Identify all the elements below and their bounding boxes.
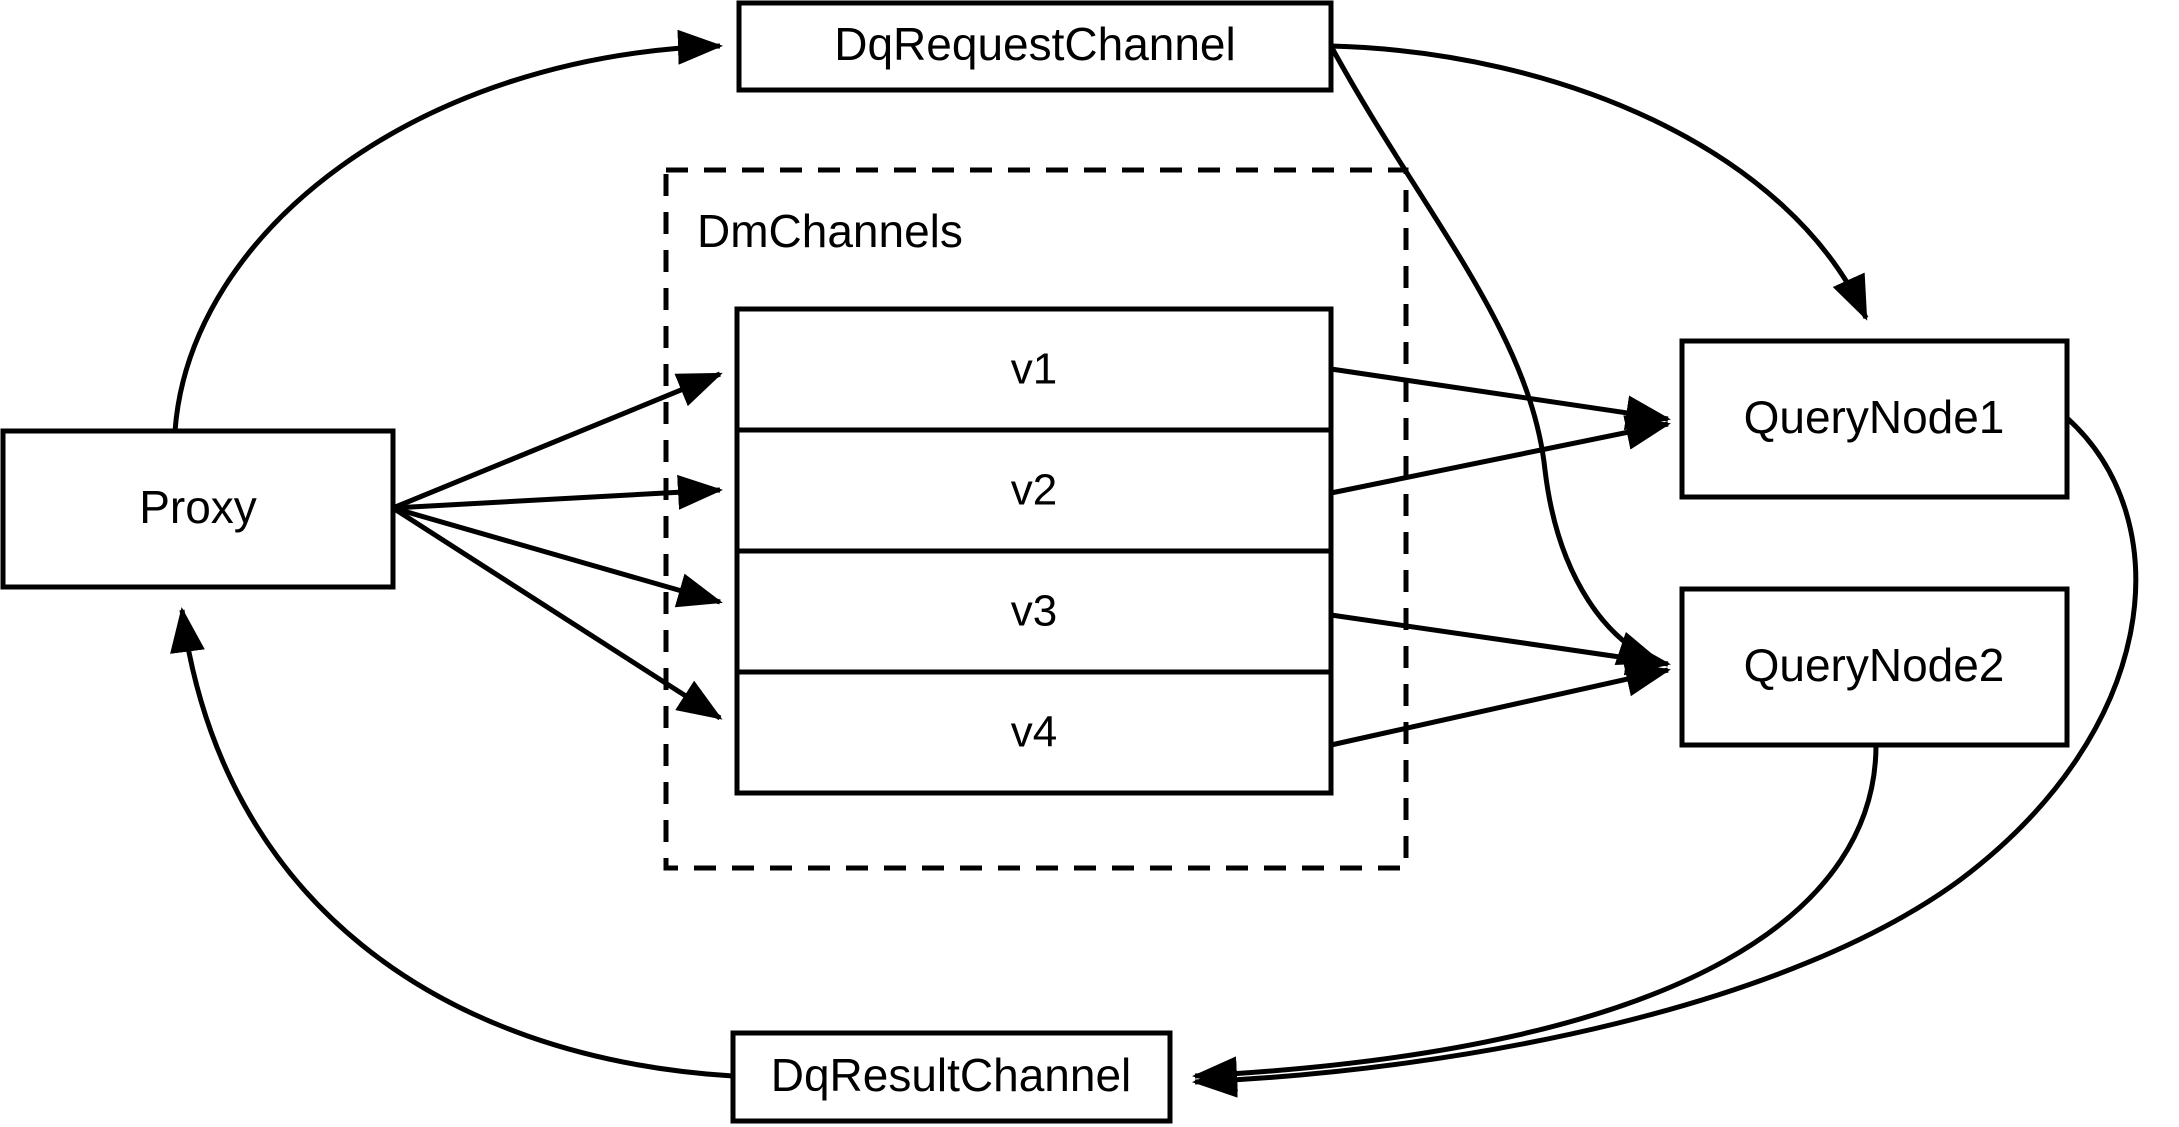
dm-channel-label-v4: v4 <box>1011 708 1057 757</box>
node-dq-request-channel[interactable]: DqRequestChannel <box>736 0 1334 93</box>
query-node-2-label: QueryNode2 <box>1744 639 2005 691</box>
dm-channel-stack: v1 v2 v3 v4 <box>734 306 1334 796</box>
edge-dqrequestchannel-to-querynode1 <box>1330 43 1869 321</box>
edge-v4-to-querynode2 <box>1330 662 1671 748</box>
query-node-2-box[interactable] <box>1679 586 2070 748</box>
edge-querynode1-to-dqresultchannel <box>1192 416 2139 1098</box>
edge-v3-to-querynode2 <box>1330 612 1671 676</box>
dq-request-channel-box[interactable] <box>736 0 1334 93</box>
dm-channel-label-v2: v2 <box>1011 466 1057 515</box>
dm-channels-group-label: DmChannels <box>697 205 963 257</box>
edge-dqrequestchannel-to-querynode2 <box>1328 44 1663 666</box>
dm-channel-row-v1[interactable] <box>734 306 1334 433</box>
edge-proxy-to-dqrequestchannel <box>172 29 723 432</box>
edge-querynode2-to-dqresultchannel <box>1192 744 1879 1092</box>
query-node-1-box[interactable] <box>1679 338 2070 500</box>
edge-proxy-to-v2 <box>392 474 723 511</box>
edge-proxy-to-v1 <box>392 371 723 511</box>
node-query-node-1[interactable]: QueryNode1 <box>1679 338 2070 500</box>
dm-channels-group-box <box>663 167 1409 871</box>
query-node-1-label: QueryNode1 <box>1744 391 2005 443</box>
node-query-node-2[interactable]: QueryNode2 <box>1679 586 2070 748</box>
dm-channel-label-v1: v1 <box>1011 345 1057 394</box>
dm-channel-row-v3[interactable] <box>734 548 1334 675</box>
node-dq-result-channel[interactable]: DqResultChannel <box>730 1030 1173 1124</box>
proxy-label: Proxy <box>139 481 257 533</box>
edge-dqresultchannel-to-proxy <box>170 607 734 1079</box>
dm-channel-label-v3: v3 <box>1011 587 1057 636</box>
dq-result-channel-label: DqResultChannel <box>771 1049 1132 1101</box>
dm-channel-row-v4[interactable] <box>734 669 1334 796</box>
dq-request-channel-label: DqRequestChannel <box>834 18 1236 70</box>
node-proxy[interactable]: Proxy <box>0 428 396 590</box>
edge-proxy-to-v4 <box>391 505 723 721</box>
edge-v1-to-querynode1 <box>1330 366 1671 431</box>
edge-v2-to-querynode1 <box>1330 415 1671 496</box>
proxy-box[interactable] <box>0 428 396 590</box>
dq-result-channel-box[interactable] <box>730 1030 1173 1124</box>
edge-proxy-to-v3 <box>392 505 723 608</box>
